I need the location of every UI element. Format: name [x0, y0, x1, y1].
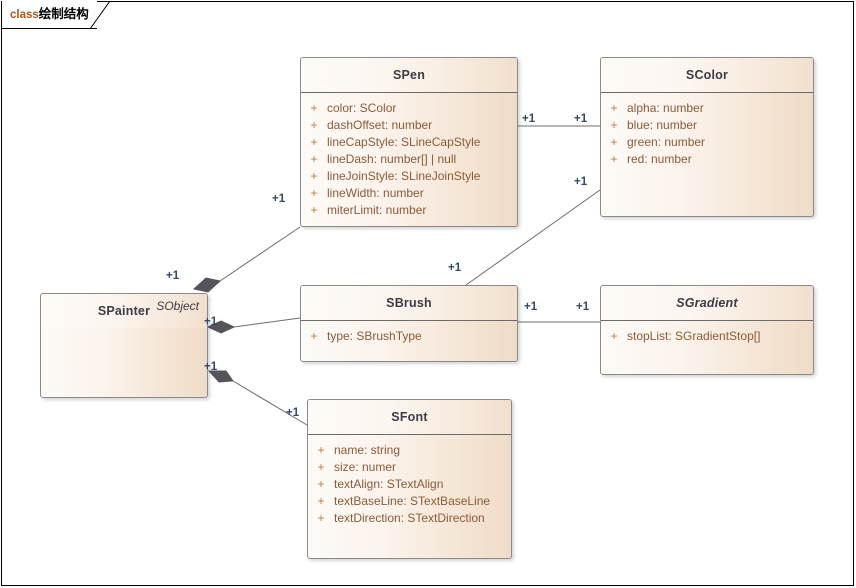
class-attributes-scolor: + alpha: number + blue: number + green: numbe… [601, 93, 813, 176]
class-box-spen[interactable]: SPen + color: SColor + dashOffset: number + li… [300, 57, 518, 227]
class-box-sgradient[interactable]: SGradient + stopList: SGradientStop[] [600, 285, 814, 375]
attribute-row[interactable]: + alpha: number [601, 100, 813, 117]
attribute-label: lineWidth: number [327, 186, 424, 200]
class-name-sfont: SFont [391, 410, 428, 424]
class-name-scolor: SColor [685, 68, 729, 82]
visibility-marker: + [310, 101, 318, 115]
class-attributes-sbrush: + type: SBrushType [301, 321, 517, 353]
multiplicity-m-sbrush-top: +1 [448, 262, 462, 274]
class-header-spen: SPen [301, 58, 517, 93]
attribute-label: miterLimit: number [327, 203, 427, 217]
multiplicity-m-sfont-left: +1 [286, 407, 300, 419]
class-attributes-sfont: + name: string + size: numer + textAlign: STe… [308, 435, 511, 535]
class-attributes-spen: + color: SColor + dashOffset: number + lineCa… [301, 93, 517, 226]
visibility-marker: + [610, 135, 618, 149]
attribute-label: type: SBrushType [327, 329, 422, 343]
visibility-marker: + [317, 443, 325, 457]
visibility-marker: + [310, 329, 318, 343]
attribute-label: lineDash: number[] | null [327, 152, 457, 166]
attribute-row[interactable]: + type: SBrushType [301, 328, 517, 345]
class-name-sbrush: SBrush [386, 296, 432, 310]
class-box-scolor[interactable]: SColor + alpha: number + blue: number + green:… [600, 57, 814, 217]
class-header-scolor: SColor [601, 58, 813, 93]
attribute-row[interactable]: + stopList: SGradientStop[] [601, 328, 813, 345]
visibility-marker: + [310, 135, 318, 149]
multiplicity-m-spainter-spen: +1 [166, 270, 180, 282]
attribute-label: dashOffset: number [327, 118, 433, 132]
attribute-row[interactable]: + green: number [601, 134, 813, 151]
visibility-marker: + [317, 511, 325, 525]
class-box-sbrush[interactable]: SBrush + type: SBrushType [300, 285, 518, 362]
visibility-marker: + [610, 118, 618, 132]
attribute-label: lineCapStyle: SLineCapStyle [327, 135, 481, 149]
visibility-marker: + [310, 203, 318, 217]
attribute-label: red: number [627, 152, 692, 166]
class-box-spainter[interactable]: SPainter SObject [40, 293, 208, 398]
attribute-row[interactable]: + name: string [308, 442, 511, 459]
visibility-marker: + [317, 477, 325, 491]
class-header-sfont: SFont [308, 400, 511, 435]
visibility-marker: + [317, 494, 325, 508]
attribute-row[interactable]: + textAlign: STextAlign [308, 476, 511, 493]
diagram-tab-name: 绘制结构 [38, 6, 89, 21]
multiplicity-m-sbrush-right: +1 [524, 301, 538, 313]
visibility-marker: + [310, 152, 318, 166]
visibility-marker: + [610, 329, 618, 343]
attribute-label: textAlign: STextAlign [334, 477, 444, 491]
multiplicity-m-scolor-left: +1 [574, 113, 588, 125]
multiplicity-m-spainter-brush: +1 [204, 316, 218, 328]
attribute-row[interactable]: + color: SColor [301, 100, 517, 117]
attribute-row[interactable]: + textDirection: STextDirection [308, 510, 511, 527]
attribute-row[interactable]: + size: numer [308, 459, 511, 476]
attribute-label: stopList: SGradientStop[] [627, 329, 761, 343]
attribute-label: blue: number [627, 118, 698, 132]
class-name-spainter: SPainter [97, 304, 151, 318]
connector-spainter-sbrush [233, 317, 301, 328]
visibility-marker: + [610, 101, 618, 115]
composition-diamond-spen [192, 277, 222, 293]
class-header-sgradient: SGradient [601, 286, 813, 321]
attribute-label: size: numer [334, 460, 397, 474]
class-name-sgradient: SGradient [676, 296, 738, 310]
attribute-row[interactable]: + miterLimit: number [301, 202, 517, 219]
attribute-row[interactable]: + lineWidth: number [301, 185, 517, 202]
attribute-label: name: string [334, 443, 401, 457]
attribute-row[interactable]: + dashOffset: number [301, 117, 517, 134]
attribute-label: color: SColor [327, 101, 397, 115]
multiplicity-m-spainter-font: +1 [204, 361, 218, 373]
attribute-label: textBaseLine: STextBaseLine [334, 494, 491, 508]
connector-spainter-spen [219, 226, 301, 282]
diagram-title-tab[interactable]: class绘制结构 [1, 1, 97, 29]
attribute-row[interactable]: + textBaseLine: STextBaseLine [308, 493, 511, 510]
attribute-label: alpha: number [627, 101, 704, 115]
class-attributes-sgradient: + stopList: SGradientStop[] [601, 321, 813, 353]
visibility-marker: + [310, 118, 318, 132]
diagram-frame-top-edge [110, 1, 854, 2]
class-stereotype-spainter: SObject [156, 299, 199, 313]
visibility-marker: + [310, 186, 318, 200]
visibility-marker: + [317, 460, 325, 474]
attribute-row[interactable]: + lineJoinStyle: SLineJoinStyle [301, 168, 517, 185]
diagram-tab-keyword: class [10, 8, 39, 21]
class-header-sbrush: SBrush [301, 286, 517, 321]
attribute-row[interactable]: + blue: number [601, 117, 813, 134]
multiplicity-m-spen-left: +1 [272, 193, 286, 205]
class-box-sfont[interactable]: SFont + name: string + size: numer + textAlign… [307, 399, 512, 559]
attribute-label: textDirection: STextDirection [334, 511, 485, 525]
attribute-row[interactable]: + lineCapStyle: SLineCapStyle [301, 134, 517, 151]
attribute-label: green: number [627, 135, 706, 149]
multiplicity-m-scolor-lower: +1 [574, 176, 588, 188]
visibility-marker: + [610, 152, 618, 166]
class-name-spen: SPen [392, 68, 426, 82]
attribute-label: lineJoinStyle: SLineJoinStyle [327, 169, 481, 183]
class-header-spainter: SPainter SObject [41, 294, 207, 328]
multiplicity-m-spen-right: +1 [522, 113, 536, 125]
visibility-marker: + [310, 169, 318, 183]
multiplicity-m-sgrad-left: +1 [576, 301, 590, 313]
attribute-row[interactable]: + red: number [601, 151, 813, 168]
attribute-row[interactable]: + lineDash: number[] | null [301, 151, 517, 168]
